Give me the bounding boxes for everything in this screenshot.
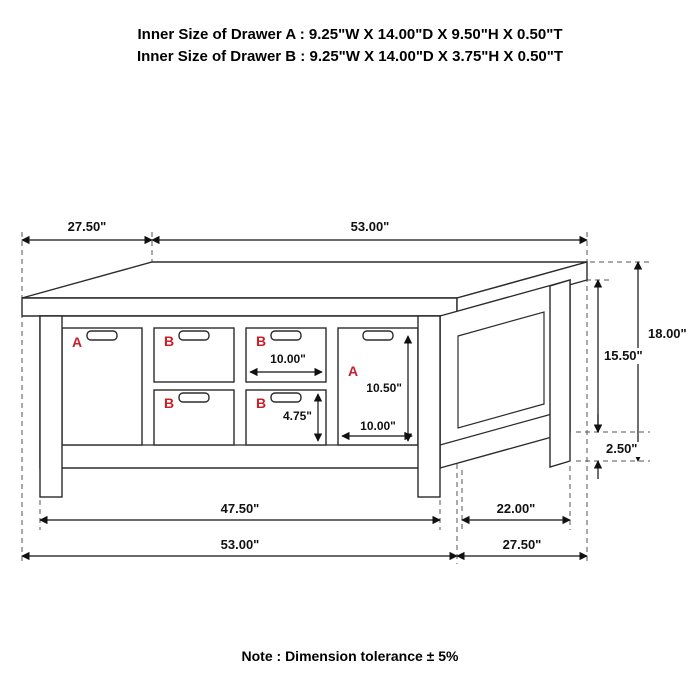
dim-label-bottom-width: 53.00": [221, 537, 260, 552]
label-bg: [644, 326, 694, 342]
dimension-labels: 27.50" 53.00" 15.50" 18.00" 2.50" 47.50"…: [68, 219, 687, 552]
tolerance-note: Note : Dimension tolerance ± 5%: [241, 648, 459, 664]
tabletop-front-edge: [21, 297, 458, 317]
front-right-leg: [417, 315, 441, 498]
drawer-handle: [362, 330, 394, 341]
drawer-label-b-col2-bottom: B: [164, 395, 174, 411]
label-bg: [602, 442, 646, 457]
label-bg: [600, 348, 654, 364]
dim-label-base-rail-height: 2.50": [606, 441, 637, 456]
drawer-a-inner-size-text: Inner Size of Drawer A : 9.25"W X 14.00"…: [137, 26, 563, 43]
drawer-a-left: [61, 327, 143, 446]
drawer-label-a-right: A: [348, 363, 358, 379]
dim-label-body-height: 15.50": [604, 348, 643, 363]
dim-label-leg-span-width: 47.50": [221, 501, 260, 516]
drawer-b-inner-size-text: Inner Size of Drawer B : 9.25"W X 14.00"…: [136, 48, 564, 65]
dim-label-drawer-b-height: 4.75": [283, 409, 312, 423]
drawer-label-a-left: A: [72, 334, 82, 350]
dim-label-drawer-a-height: 10.50": [366, 381, 402, 395]
dim-label-bottom-depth: 27.50": [503, 537, 542, 552]
header: Inner Size of Drawer A : 9.25"W X 14.00"…: [0, 24, 700, 68]
label-backgrounds: [600, 326, 694, 457]
side-recessed-panel: [457, 311, 545, 429]
drawer-label-b-col3-bottom: B: [256, 395, 266, 411]
dim-label-drawer-a-width: 10.00": [360, 419, 396, 433]
dim-label-drawer-b-width: 10.00": [270, 352, 306, 366]
drawer-handle: [178, 392, 210, 403]
drawer-handle: [86, 330, 118, 341]
drawer-handle: [178, 330, 210, 341]
drawer-label-b-col2-top: B: [164, 333, 174, 349]
dim-label-leg-span-depth: 22.00": [497, 501, 536, 516]
side-bottom-rail-line: [439, 413, 553, 446]
drawer-handle: [270, 330, 302, 341]
drawer-handle: [270, 392, 302, 403]
dim-label-top-width: 53.00": [351, 219, 390, 234]
front-left-leg: [39, 315, 63, 498]
dim-label-overall-height: 18.00": [648, 326, 687, 341]
drawer-identity-labels: A B B B B A: [72, 333, 358, 411]
drawer-label-b-col3-top: B: [256, 333, 266, 349]
back-right-leg: [549, 279, 571, 468]
dim-label-top-depth: 27.50": [68, 219, 107, 234]
dimension-lines: [21, 235, 643, 561]
coffee-table-drawing: [21, 261, 588, 498]
